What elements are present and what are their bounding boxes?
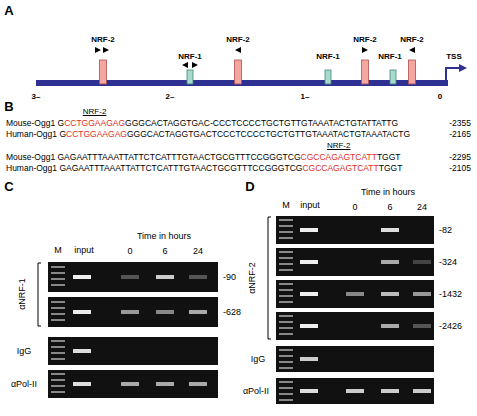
sequence-segment: TGGT — [377, 152, 401, 162]
promoter-bar — [36, 80, 448, 86]
position-number: -2355 — [449, 119, 471, 128]
binding-site-sequence: CCTGGAAGAG — [64, 118, 125, 128]
site-label: NRF-1 — [316, 53, 340, 61]
gel-label: M — [54, 246, 62, 255]
sequence-segment: TGGT — [379, 163, 403, 173]
sequence-row: Mouse-Ogg1 GCCTGGAAGAGGGGCACTAGGTGAC-CCC… — [6, 119, 398, 128]
antibody-label: αNRF-2 — [248, 262, 257, 294]
gel-label: 6 — [162, 247, 167, 256]
gel-label: -2426 — [439, 322, 462, 331]
gel-label: input — [74, 246, 94, 255]
gel-label: Time in hours — [361, 188, 415, 197]
axis-label: 1– — [301, 93, 310, 101]
gel-label: input — [300, 201, 320, 210]
site-label: NRF-2 — [83, 108, 107, 116]
site-label: NRF-2 — [353, 36, 377, 44]
site-label: NRF-2 — [400, 36, 424, 44]
site-label: NRF-2 — [327, 142, 351, 150]
site-label: NRF-1 — [178, 53, 202, 61]
sequence-row: Human-Ogg1 GCCTGGAAGAGGGGCACTAGGTGACTCCC… — [6, 130, 410, 139]
gel-label: αPol-II — [11, 380, 37, 389]
nrf1-site — [390, 70, 396, 84]
binding-site-sequence: CGCCAGAGTCATT — [301, 152, 377, 162]
gel-label: IgG — [17, 347, 32, 356]
site-label: TSS — [446, 53, 462, 61]
nrf2-site — [409, 60, 416, 84]
bracket — [268, 217, 271, 339]
axis-label: 2– — [166, 93, 175, 101]
gel-label: M — [282, 201, 290, 210]
nrf1-site — [187, 70, 193, 84]
gel-label: 6 — [387, 203, 392, 212]
panel-letter: D — [245, 180, 254, 193]
nrf2-site — [235, 60, 242, 84]
gel-label: 24 — [417, 203, 427, 212]
site-label: NRF-2 — [91, 36, 115, 44]
antibody-label: αNRF-1 — [18, 278, 27, 310]
gel-label: 0 — [352, 203, 357, 212]
sequence-row: Human-Ogg1 GAGAATTTAAATTATTCTCATTTGTAACT… — [6, 164, 402, 173]
gel-label: -324 — [439, 258, 457, 267]
primer-arrows — [95, 47, 415, 68]
panel-letter: B — [4, 100, 13, 113]
sequence-segment: Mouse-Ogg1 G — [6, 118, 64, 128]
gel-label: -82 — [439, 226, 452, 235]
position-number: -2165 — [449, 130, 471, 139]
site-label: NRF-2 — [226, 36, 250, 44]
gel-label: Time in hours — [137, 232, 191, 241]
gel-label: -1432 — [439, 290, 462, 299]
sequence-row: Mouse-Ogg1 GAGAATTTAAATTATTCTCATTTGTAACT… — [6, 153, 400, 162]
panel-letter: C — [4, 180, 13, 193]
sequence-segment: Human-Ogg1 GAGAATTTAAATTATTCTCATTTGTAACT… — [6, 163, 302, 173]
gel-label: -90 — [223, 273, 236, 282]
tss-arrow — [446, 68, 460, 80]
gel-label: 0 — [127, 247, 132, 256]
tss-arrowhead — [459, 64, 467, 72]
position-number: -2105 — [449, 164, 471, 173]
site-label: NRF-1 — [378, 53, 402, 61]
sequence-segment: Mouse-Ogg1 GAGAATTTAAATTATTCTCATTTGTAACT… — [6, 152, 301, 162]
gels-c — [38, 262, 218, 398]
promoter-map — [36, 47, 467, 86]
gel-label: -628 — [223, 308, 241, 317]
nrf1-site — [325, 70, 331, 84]
nrf2-site — [100, 60, 107, 84]
gel-label: IgG — [251, 355, 266, 364]
gel-label: 24 — [193, 247, 203, 256]
binding-site-sequence: CCTGGAAGAG — [66, 129, 127, 139]
sequence-segment: GGGCACTAGGTGAC-CCCTCCCCTGCTGTTGTAAATACTG… — [125, 118, 398, 128]
nrf2-site — [362, 60, 369, 84]
sequence-segment: Human-Ogg1 G — [6, 129, 66, 139]
position-number: -2295 — [449, 153, 471, 162]
sequence-segment: GGGCACTAGGTGACTCCCTCCCCTGCTGTTGTAAATACTG… — [127, 129, 410, 139]
axis-label: 3– — [32, 93, 41, 101]
bracket — [38, 263, 41, 326]
panel-letter: A — [4, 4, 13, 17]
gel-label: αPol-II — [243, 387, 269, 396]
binding-site-sequence: CGCCAGAGTCATT — [302, 163, 378, 173]
gels-d — [268, 216, 434, 404]
axis-label: 0 — [438, 93, 442, 101]
